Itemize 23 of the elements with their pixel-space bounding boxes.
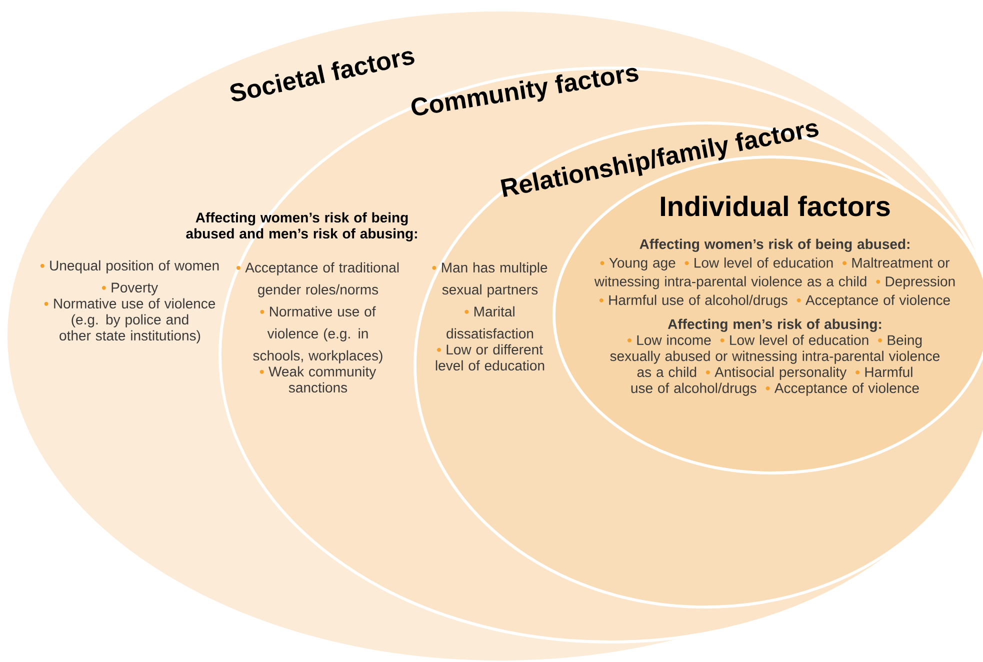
bullet-item: Normative use of violence (e.g. by police and other state institutions): [44, 298, 216, 344]
bullet-item: Low or different level of education: [436, 344, 544, 371]
bullet-item: Normative use of violence (e.g. in schools, workplaces): [253, 306, 382, 364]
bullet-item: Weak community sanctions: [260, 366, 376, 393]
bullet-item: Acceptance of violence: [796, 294, 950, 308]
subheading: Affecting women’s risk of being abused and men’s risk of abusing:: [186, 212, 417, 242]
bullet-item: Acceptance of violence: [766, 382, 919, 396]
bullet-item: Low level of education: [684, 257, 833, 268]
subheading: Affecting men’s risk of abusing:: [668, 318, 882, 332]
bullet-item: Harmful use of alcohol/drugs: [599, 294, 788, 308]
bullet-item: Young age: [600, 258, 676, 270]
bullet-item: Poverty: [102, 282, 158, 296]
bullet-item: Man has multiple sexual partners: [432, 262, 548, 298]
bullet-item: Depression: [876, 276, 955, 290]
bullet-item: Low level of education: [720, 334, 868, 346]
bullet-item: Marital dissatisfaction: [446, 306, 534, 339]
subheading: Affecting women’s risk of being abused:: [640, 238, 910, 252]
bullet-item: Acceptance of traditional gender roles/norms: [236, 262, 399, 298]
heading: Community factors: [412, 68, 638, 116]
bullet-item: Unequal position of women: [40, 260, 219, 274]
heading: Individual factors: [660, 196, 890, 216]
bullet-item: Low income: [627, 334, 711, 346]
bullet-item: Antisocial personality: [706, 366, 847, 380]
